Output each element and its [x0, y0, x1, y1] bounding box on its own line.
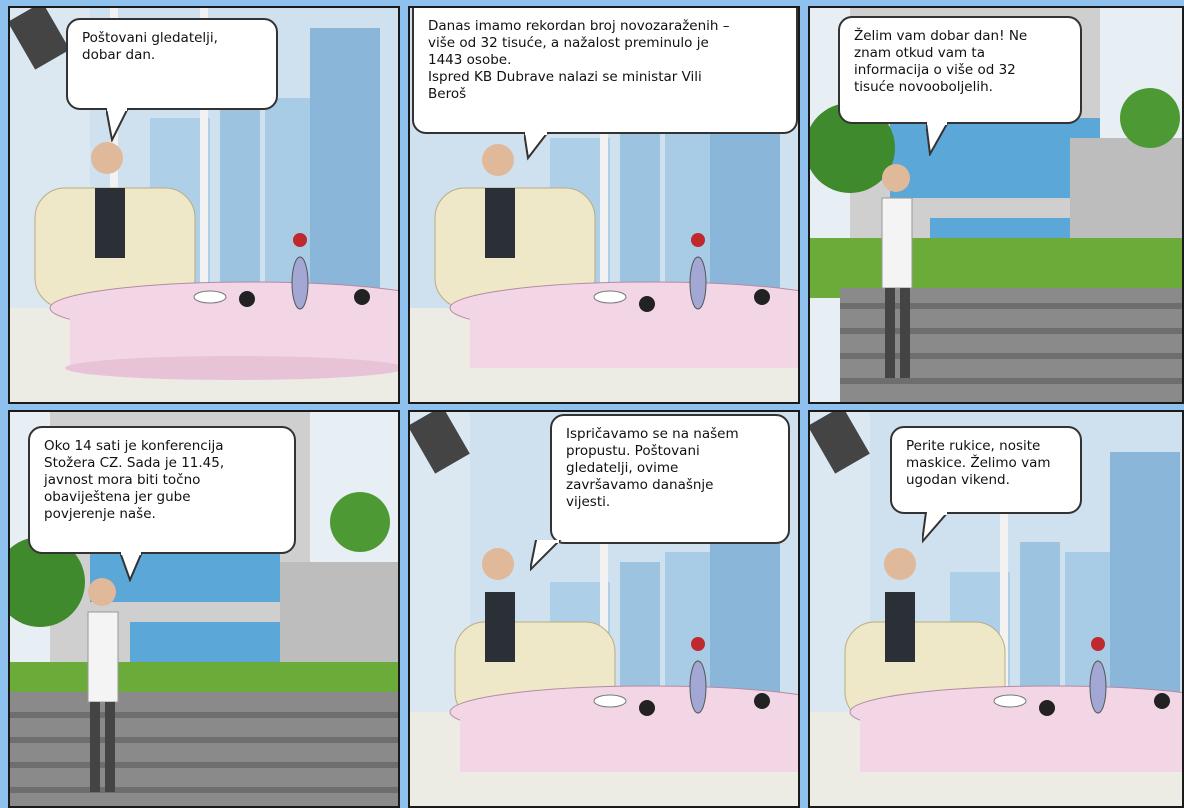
speech-bubble: Perite rukice, nosite maskice. Želimo va…: [890, 426, 1082, 514]
comic-panel-1: Poštovani gledatelji, dobar dan.: [8, 6, 400, 404]
speech-bubble: Oko 14 sati je konferencija Stožera CZ. …: [28, 426, 296, 554]
speech-bubble-tail: [922, 512, 950, 544]
speech-bubble-tail: [926, 122, 950, 156]
studio-scene: [810, 412, 1182, 806]
comic-panel-3: Želim vam dobar dan! Ne znam otkud vam t…: [808, 6, 1184, 404]
comic-panel-5: Ispričavamo se na našem propustu. Poštov…: [408, 410, 800, 808]
speech-bubble: Poštovani gledatelji, dobar dan.: [66, 18, 278, 110]
speech-bubble: Želim vam dobar dan! Ne znam otkud vam t…: [838, 16, 1082, 124]
speech-bubble-tail: [120, 552, 144, 582]
top-strip: [0, 0, 1184, 6]
speech-bubble: Ispričavamo se na našem propustu. Poštov…: [550, 414, 790, 544]
speech-bubble-tail: [106, 108, 130, 142]
comic-panel-6: Perite rukice, nosite maskice. Želimo va…: [808, 410, 1184, 808]
comic-panel-2: Danas imamo rekordan broj novozaraženih …: [408, 6, 800, 404]
speech-bubble: Danas imamo rekordan broj novozaraženih …: [412, 8, 798, 134]
comic-panel-4: Oko 14 sati je konferencija Stožera CZ. …: [8, 410, 400, 808]
speech-bubble-tail: [524, 132, 550, 161]
speech-bubble-tail: [530, 540, 562, 572]
